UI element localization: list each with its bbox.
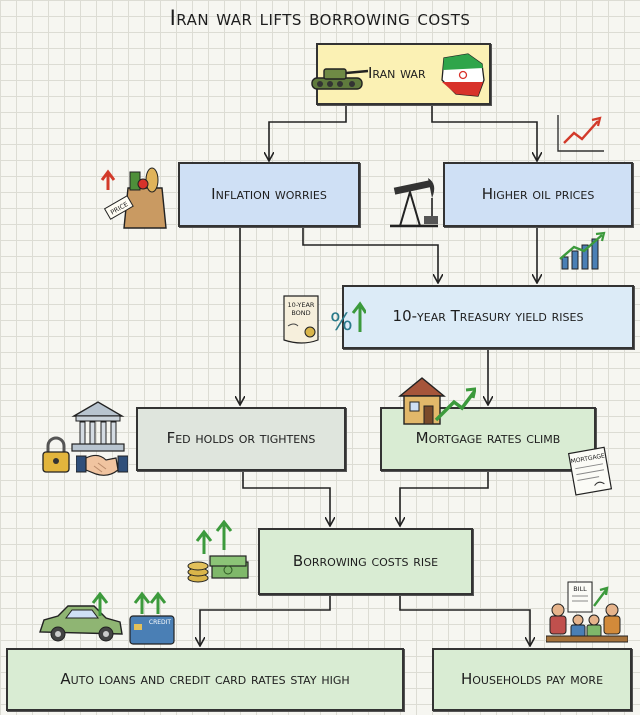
node-inflation-label: Inflation worries — [211, 184, 327, 203]
svg-text:%: % — [330, 308, 353, 336]
page-title: Iran war lifts borrowing costs — [169, 6, 471, 30]
node-fed-label: Fed holds or tightens — [166, 429, 316, 448]
oil-pump-icon — [390, 178, 438, 228]
family-bill-icon: BILL — [546, 581, 628, 643]
credit-card-up-icon: CREDIT — [129, 591, 175, 645]
node-treasury-yield: 10-year Treasury yield rises — [342, 285, 634, 349]
grocery-bag-icon: PRICE — [100, 167, 167, 229]
node-mortgage-rates: Mortgage rates climb — [380, 407, 596, 471]
percent-up-icon: % — [330, 301, 366, 336]
bar-chart-up-icon — [559, 231, 606, 270]
node-borrowing-label: Borrowing costs rise — [292, 551, 439, 570]
arrow-inflation-to-treasury — [302, 226, 438, 282]
padlock-icon — [42, 436, 70, 473]
node-fed-holds: Fed holds or tightens — [136, 407, 346, 471]
arrow-fed-to-borrowing — [242, 470, 330, 525]
up-arrow-icon — [91, 592, 109, 616]
arrow-war-to-inflation — [269, 104, 347, 160]
node-oil-label: Higher oil prices — [481, 184, 595, 203]
node-households-label: Households pay more — [460, 669, 604, 688]
rising-chart-icon — [557, 115, 604, 152]
car-icon — [39, 605, 123, 642]
iran-flag-map-icon — [441, 53, 485, 97]
node-iran-war-label: Iran war — [368, 64, 426, 83]
node-households: Households pay more — [432, 648, 632, 711]
tank-icon — [311, 68, 369, 90]
bond-text-1: 10-YEAR — [288, 301, 315, 309]
node-borrowing-costs: Borrowing costs rise — [258, 528, 473, 595]
node-mortgage-label: Mortgage rates climb — [415, 429, 561, 448]
bond-certificate-icon: 10-YEAR BOND — [283, 295, 319, 344]
arrow-borrowing-to-households — [399, 594, 530, 645]
money-stack-up-icon — [187, 520, 249, 583]
bill-text: BILL — [573, 585, 587, 593]
credit-card-text: CREDIT — [149, 619, 172, 626]
handshake-icon — [76, 454, 128, 476]
node-auto-loans: Auto loans and credit card rates stay hi… — [6, 648, 404, 711]
arrow-borrowing-to-auto — [200, 594, 331, 645]
node-auto-label: Auto loans and credit card rates stay hi… — [60, 669, 350, 688]
mortgage-document-icon: MORTGAGE — [567, 446, 613, 496]
arrow-war-to-oil — [431, 104, 537, 160]
node-higher-oil-prices: Higher oil prices — [443, 162, 633, 227]
bank-building-icon — [71, 401, 125, 452]
node-inflation-worries: Inflation worries — [178, 162, 360, 227]
house-up-icon — [398, 377, 476, 425]
node-treasury-label: 10-year Treasury yield rises — [392, 307, 584, 326]
bond-text-2: BOND — [291, 309, 310, 317]
arrow-mortgage-to-borrowing — [400, 470, 489, 525]
